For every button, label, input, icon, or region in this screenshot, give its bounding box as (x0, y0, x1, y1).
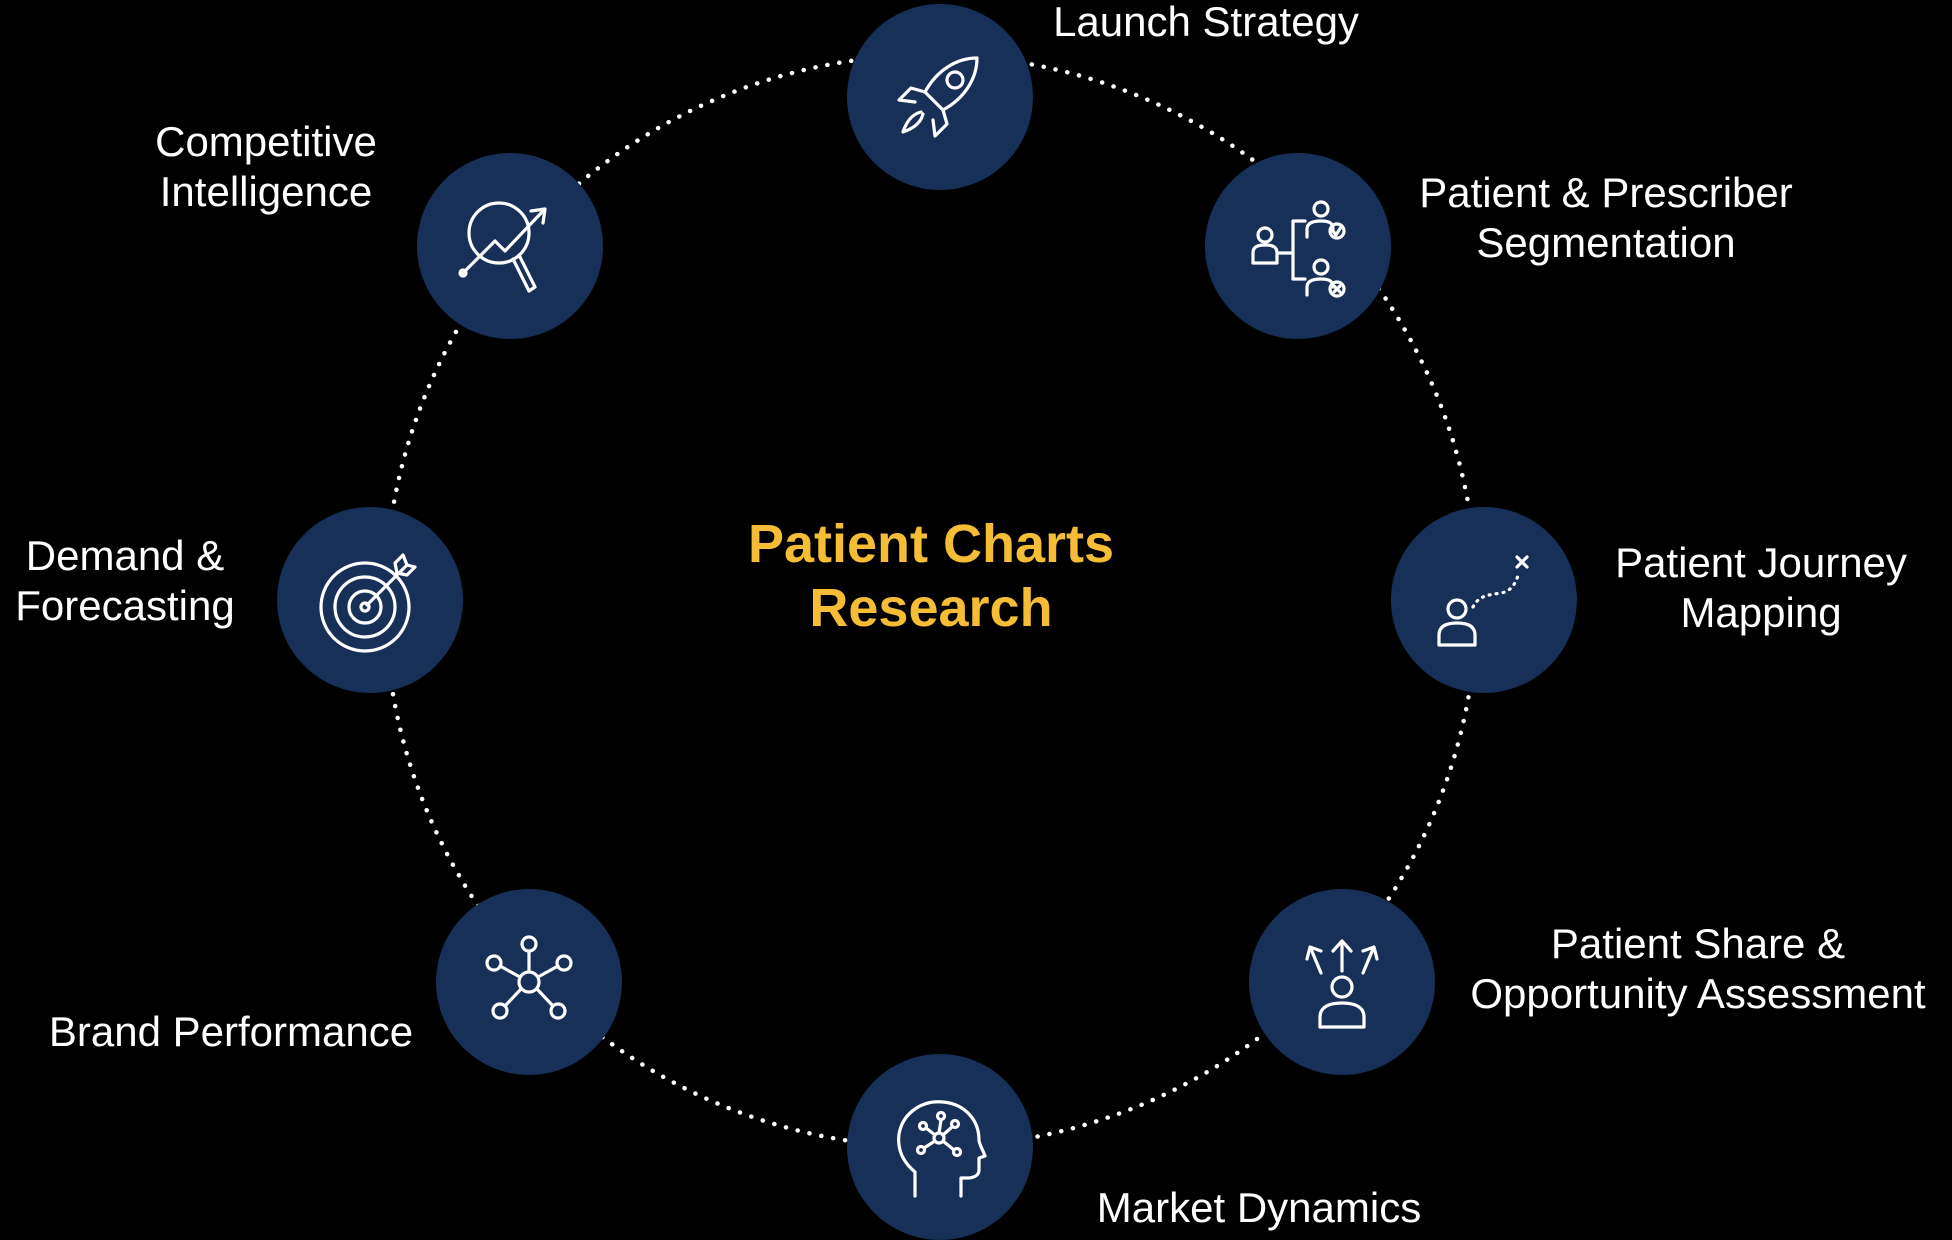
label-patient-share-opportunity: Patient Share & Opportunity Assessment (1470, 919, 1925, 1019)
network-hub-icon (485, 935, 573, 1020)
node-demand-forecasting[interactable] (277, 507, 463, 693)
node-market-dynamics[interactable] (847, 1054, 1033, 1240)
node-competitive-intelligence[interactable] (417, 153, 603, 339)
center-title: Patient Charts Research (748, 512, 1114, 640)
label-market-dynamics: Market Dynamics (1097, 1183, 1421, 1233)
node-brand-performance[interactable] (436, 889, 622, 1075)
node-launch-strategy[interactable] (847, 4, 1033, 190)
label-line: Competitive (155, 118, 377, 165)
center-title-line-2: Research (809, 578, 1053, 638)
label-line: Patient Journey (1615, 539, 1907, 586)
label-line: Forecasting (15, 582, 235, 629)
journey-icon (1437, 555, 1529, 647)
label-line: Segmentation (1476, 219, 1736, 266)
rocket-icon (897, 56, 979, 138)
magnifier-trend-icon (458, 201, 547, 293)
label-demand-forecasting: Demand & Forecasting (15, 531, 234, 631)
label-patient-journey-mapping: Patient Journey Mapping (1615, 538, 1907, 638)
label-line: Mapping (1680, 589, 1842, 636)
label-launch-strategy: Launch Strategy (1053, 0, 1359, 47)
node-patient-share-opportunity[interactable] (1249, 889, 1435, 1075)
label-line: Market Dynamics (1096, 1184, 1422, 1231)
label-patient-prescriber-segmentation: Patient & Prescriber Segmentation (1419, 168, 1793, 268)
label-line: Demand & (25, 532, 225, 579)
label-line: Patient Share & (1550, 920, 1846, 967)
label-line: Launch Strategy (1053, 0, 1359, 45)
label-line: Brand Performance (48, 1008, 414, 1055)
node-patient-prescriber-segmentation[interactable] (1205, 153, 1391, 339)
head-network-icon (897, 1100, 987, 1198)
label-competitive-intelligence: Competitive Intelligence (155, 117, 377, 217)
label-line: Opportunity Assessment (1470, 970, 1926, 1017)
target-icon (319, 553, 417, 653)
node-patient-journey-mapping[interactable] (1391, 507, 1577, 693)
label-brand-performance: Brand Performance (49, 1007, 413, 1057)
segmentation-icon (1251, 200, 1346, 298)
center-title-line-1: Patient Charts (747, 514, 1115, 574)
label-line: Patient & Prescriber (1419, 169, 1793, 216)
label-line: Intelligence (159, 168, 373, 215)
opportunity-icon (1305, 939, 1379, 1029)
